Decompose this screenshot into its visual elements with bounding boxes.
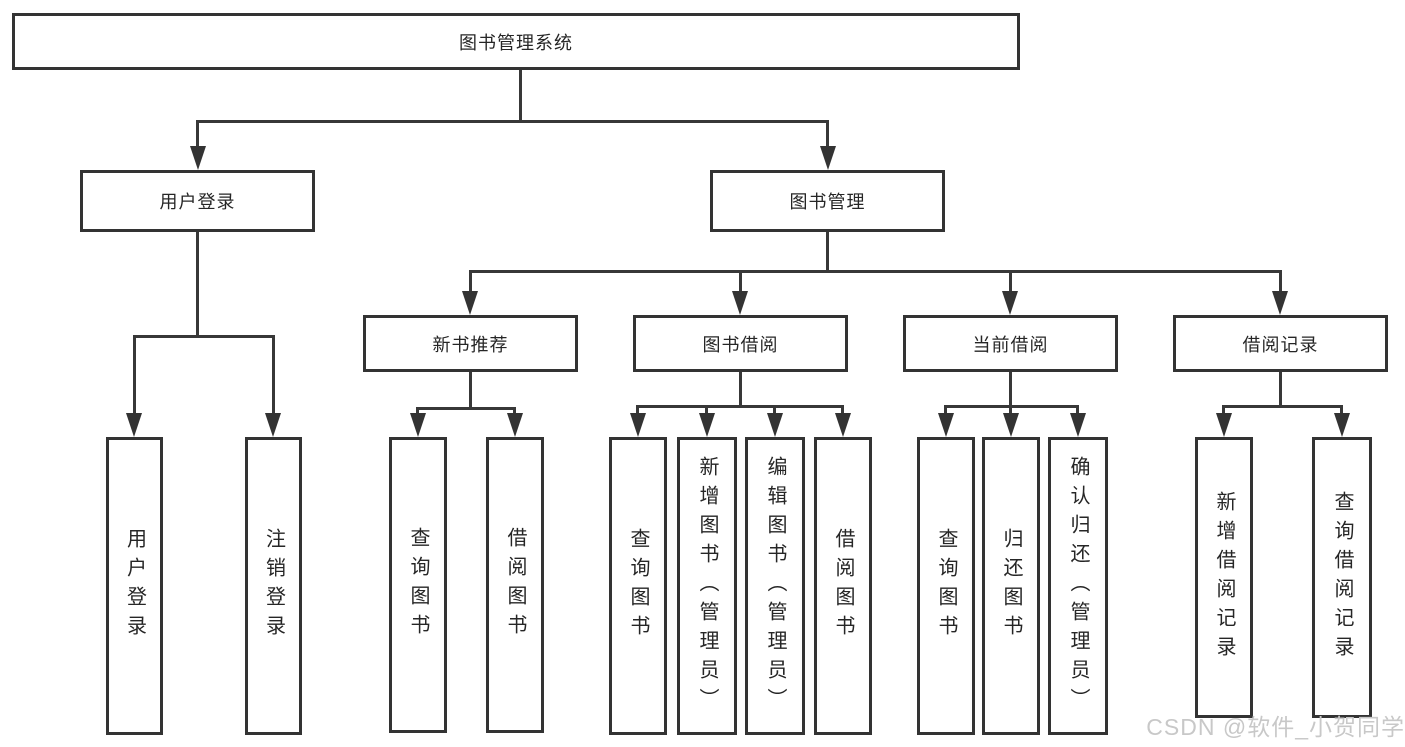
arrow-down-icon <box>820 146 836 170</box>
node-cb-confirm: 确认归还（管理员） <box>1048 437 1108 735</box>
edge-new-book-split-line <box>416 407 516 410</box>
arrow-down-icon <box>126 413 142 437</box>
edge-drop-book-mgmt-line <box>826 120 829 152</box>
node-new-book: 新书推荐 <box>363 315 578 372</box>
edge-new-book-stem-line <box>469 372 472 407</box>
arrow-down-icon <box>767 413 783 437</box>
node-nb-borrow: 借阅图书 <box>486 437 544 733</box>
edge-book-borrow-stem-line <box>739 372 742 405</box>
edge-drop-borrow-record-line <box>1279 270 1282 295</box>
node-br-add-label: 新增借阅记录 <box>1213 490 1235 665</box>
arrow-down-icon <box>1003 413 1019 437</box>
edge-drop-cb-return-line <box>1009 405 1012 417</box>
arrow-down-icon <box>1002 291 1018 315</box>
arrow-down-icon <box>1070 413 1086 437</box>
node-book-mgmt-label: 图书管理 <box>789 192 866 212</box>
node-ul-logout: 注销登录 <box>245 437 302 735</box>
edge-drop-cb-confirm-line <box>1076 405 1079 417</box>
node-cb-return: 归还图书 <box>982 437 1040 735</box>
edge-user-login-stem-line <box>196 232 199 335</box>
node-current-borrow-label: 当前借阅 <box>972 334 1049 355</box>
watermark: CSDN @软件_小贺同学 <box>1146 714 1405 740</box>
edge-book-borrow-split-line <box>636 405 843 408</box>
node-cb-return-label: 归还图书 <box>1000 528 1022 644</box>
edge-drop-bb-add-line <box>705 405 708 417</box>
node-root: 图书管理系统 <box>12 13 1020 70</box>
edge-drop-ul-login-line <box>133 335 136 417</box>
arrow-down-icon <box>699 413 715 437</box>
edge-drop-bb-borrow-line <box>841 405 844 417</box>
node-user-login-label: 用户登录 <box>159 192 236 212</box>
node-ul-logout-label: 注销登录 <box>262 528 285 644</box>
edge-root-split-line <box>196 120 829 123</box>
edge-drop-br-query-line <box>1340 405 1343 417</box>
node-book-mgmt: 图书管理 <box>710 170 945 232</box>
edge-drop-ul-logout-line <box>272 335 275 417</box>
node-root-label: 图书管理系统 <box>459 32 573 53</box>
edge-drop-bb-query-line <box>636 405 639 417</box>
arrow-down-icon <box>938 413 954 437</box>
node-new-book-label: 新书推荐 <box>432 334 509 355</box>
node-nb-query: 查询图书 <box>389 437 447 733</box>
arrow-down-icon <box>835 413 851 437</box>
arrow-down-icon <box>732 291 748 315</box>
edge-drop-nb-borrow-line <box>513 407 516 417</box>
node-bb-add-label: 新增图书（管理员） <box>696 455 718 717</box>
node-nb-query-label: 查询图书 <box>407 527 429 643</box>
node-bb-add: 新增图书（管理员） <box>677 437 737 735</box>
arrow-down-icon <box>265 413 281 437</box>
edge-current-borrow-stem-line <box>1009 372 1012 405</box>
edge-drop-current-borrow-line <box>1009 270 1012 295</box>
node-bb-borrow: 借阅图书 <box>814 437 872 735</box>
node-book-borrow: 图书借阅 <box>633 315 848 372</box>
edge-drop-bb-edit-line <box>773 405 776 417</box>
edge-drop-user-login-line <box>196 120 199 152</box>
edge-drop-new-book-line <box>469 270 472 295</box>
node-cb-confirm-label: 确认归还（管理员） <box>1067 455 1089 717</box>
arrow-down-icon <box>1272 291 1288 315</box>
edge-root-stem-line <box>519 70 522 122</box>
edge-user-login-split-line <box>133 335 275 338</box>
node-bb-query-label: 查询图书 <box>627 528 649 644</box>
edge-drop-book-borrow-line <box>739 270 742 295</box>
node-cb-query: 查询图书 <box>917 437 975 735</box>
node-user-login: 用户登录 <box>80 170 315 232</box>
node-bb-edit-label: 编辑图书（管理员） <box>764 455 786 717</box>
arrow-down-icon <box>1216 413 1232 437</box>
node-br-add: 新增借阅记录 <box>1195 437 1253 718</box>
node-borrow-record-label: 借阅记录 <box>1242 334 1319 355</box>
node-cb-query-label: 查询图书 <box>935 528 957 644</box>
node-br-query: 查询借阅记录 <box>1312 437 1372 718</box>
arrow-down-icon <box>630 413 646 437</box>
node-bb-query: 查询图书 <box>609 437 667 735</box>
edge-drop-cb-query-line <box>944 405 947 417</box>
node-borrow-record: 借阅记录 <box>1173 315 1388 372</box>
node-br-query-label: 查询借阅记录 <box>1331 490 1353 665</box>
edge-book-mgmt-split-line <box>469 270 1282 273</box>
arrow-down-icon <box>1334 413 1350 437</box>
node-ul-login: 用户登录 <box>106 437 163 735</box>
node-nb-borrow-label: 借阅图书 <box>504 527 526 643</box>
edge-book-mgmt-stem-line <box>826 232 829 273</box>
edge-drop-br-add-line <box>1222 405 1225 417</box>
edge-borrow-record-stem-line <box>1279 372 1282 405</box>
edge-drop-nb-query-line <box>416 407 419 417</box>
arrow-down-icon <box>507 413 523 437</box>
node-bb-edit: 编辑图书（管理员） <box>745 437 805 735</box>
node-book-borrow-label: 图书借阅 <box>702 334 779 355</box>
arrow-down-icon <box>410 413 426 437</box>
node-bb-borrow-label: 借阅图书 <box>832 528 854 644</box>
edge-borrow-record-split-line <box>1222 405 1343 408</box>
node-ul-login-label: 用户登录 <box>123 528 146 644</box>
arrow-down-icon <box>462 291 478 315</box>
node-current-borrow: 当前借阅 <box>903 315 1118 372</box>
arrow-down-icon <box>190 146 206 170</box>
